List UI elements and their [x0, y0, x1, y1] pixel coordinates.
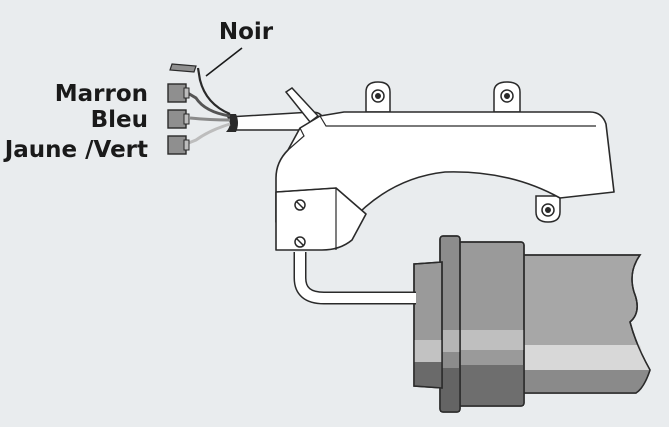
terminal-noir: [169, 63, 197, 73]
pipe-collar: [413, 235, 525, 413]
terminal-jaune-vert: [167, 135, 190, 155]
housing: [275, 81, 615, 251]
terminal-blocks: [167, 63, 197, 155]
sensor-cable: [293, 252, 416, 305]
label-jaune-vert: Jaune /Vert: [3, 137, 148, 163]
label-noir: Noir: [219, 19, 274, 45]
terminal-bleu: [167, 109, 190, 129]
terminal-marron: [167, 83, 190, 103]
wires: [185, 67, 231, 146]
label-marron: Marron: [55, 81, 148, 107]
noir-leader-line: [205, 47, 243, 77]
pipe: [504, 254, 651, 394]
label-bleu: Bleu: [91, 107, 148, 133]
